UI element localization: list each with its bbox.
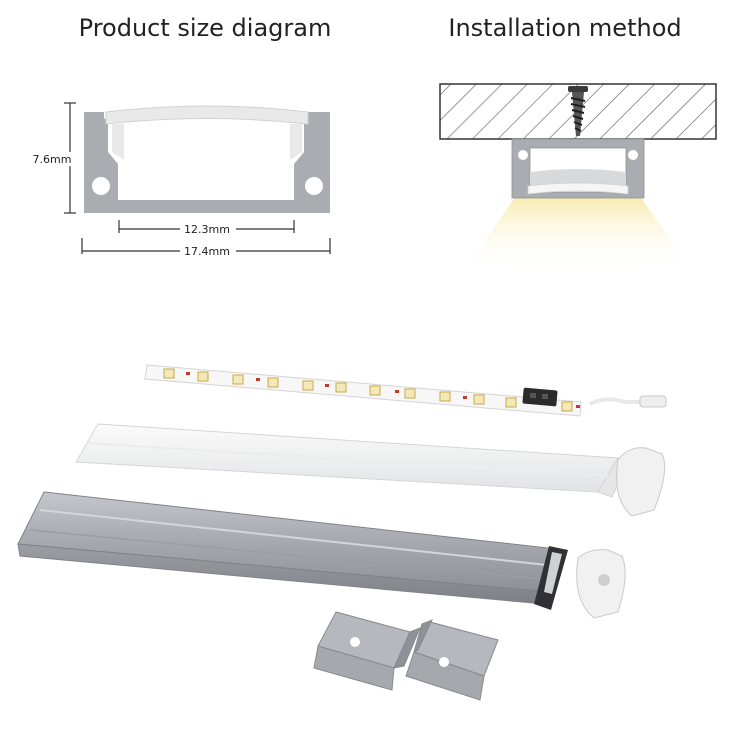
inner-width-label: 12.3mm [184,223,230,236]
led-strip [144,364,582,417]
inner-width-dimension [118,220,295,233]
strip-connector [522,387,558,407]
size-diagram-title: Product size diagram [78,14,332,42]
outer-width-label: 17.4mm [184,245,230,258]
diffuser-cover [105,105,309,125]
installation-method-title: Installation method [448,14,682,42]
height-label: 7.6mm [33,153,72,166]
power-cable [589,395,667,408]
light-beam [466,196,690,268]
mounted-profile [511,138,645,199]
end-cap-with-hole [576,549,626,619]
outer-width-dimension [81,238,331,254]
mounting-slot-right [305,177,323,195]
end-cap-solid [616,447,666,517]
diffuser-clip-right [290,124,302,160]
mounting-clip-left [313,611,421,691]
diffuser-cover-part [75,423,629,498]
led-chips [163,368,573,412]
screw-icon [568,86,588,136]
diffuser-clip-left [112,124,124,160]
mounting-slot-left [92,177,110,195]
diffuser-lens [527,182,629,195]
profile-cross-section [84,105,330,213]
aluminum-channel [17,491,568,610]
mounting-clip-right [405,619,499,701]
